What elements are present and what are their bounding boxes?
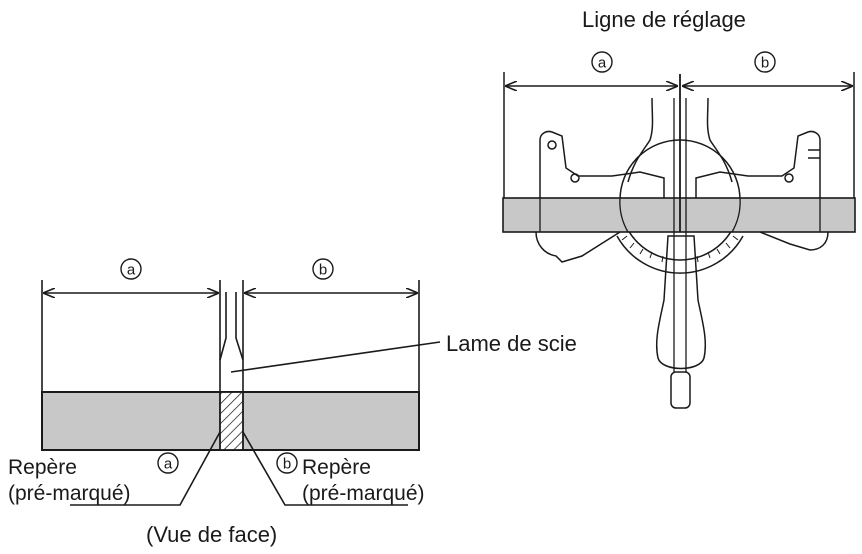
circle-b-mark: b bbox=[276, 452, 298, 474]
adjust-line-label: Ligne de réglage bbox=[582, 7, 746, 32]
svg-text:a: a bbox=[164, 456, 173, 473]
saw-blade bbox=[219, 292, 244, 392]
circle-a-mark: a bbox=[157, 452, 179, 474]
right-circle-labels: a b bbox=[591, 51, 776, 73]
saw-handle bbox=[655, 235, 707, 370]
top-board bbox=[502, 197, 856, 233]
saw-upper-housing bbox=[627, 97, 733, 183]
mark-left-label-line2: (pré-marqué) bbox=[8, 482, 131, 505]
turntable-through-board bbox=[619, 197, 741, 233]
svg-text:a: a bbox=[598, 55, 607, 72]
miter-scale-arc bbox=[616, 235, 744, 274]
top-view-overlay bbox=[539, 74, 821, 372]
svg-text:b: b bbox=[283, 456, 291, 473]
circle-b-top: b bbox=[312, 258, 334, 280]
saw-kerf bbox=[219, 391, 244, 451]
mark-b-leader bbox=[242, 431, 408, 506]
saw-blade-label: Lame de scie bbox=[446, 331, 577, 356]
left-fence bbox=[539, 130, 665, 198]
circle-a-top: a bbox=[120, 258, 142, 280]
circle-b-right: b bbox=[754, 51, 776, 73]
mark-a-leader bbox=[70, 431, 221, 506]
right-fence-bolt bbox=[784, 173, 794, 183]
miter-scale-ticks bbox=[621, 235, 739, 263]
saw-blade-leader bbox=[230, 341, 441, 373]
left-fence-hole bbox=[547, 140, 557, 150]
left-fence-bolt bbox=[570, 173, 580, 183]
left-circle-labels: a b a b bbox=[120, 258, 334, 474]
front-view-diagram bbox=[41, 280, 441, 506]
mark-right-label-line1: Repère bbox=[302, 456, 371, 479]
handle-grip-end bbox=[670, 371, 691, 409]
svg-text:a: a bbox=[127, 262, 136, 279]
front-view-label: (Vue de face) bbox=[146, 522, 278, 547]
svg-text:b: b bbox=[319, 262, 327, 279]
svg-text:b: b bbox=[761, 55, 769, 72]
top-view-diagram bbox=[503, 72, 855, 409]
circle-a-right: a bbox=[591, 51, 613, 73]
mark-right-label-line2: (pré-marqué) bbox=[302, 482, 425, 505]
right-fence bbox=[695, 130, 821, 198]
mark-left-label-line1: Repère bbox=[8, 456, 77, 479]
left-base-lower bbox=[535, 198, 621, 263]
